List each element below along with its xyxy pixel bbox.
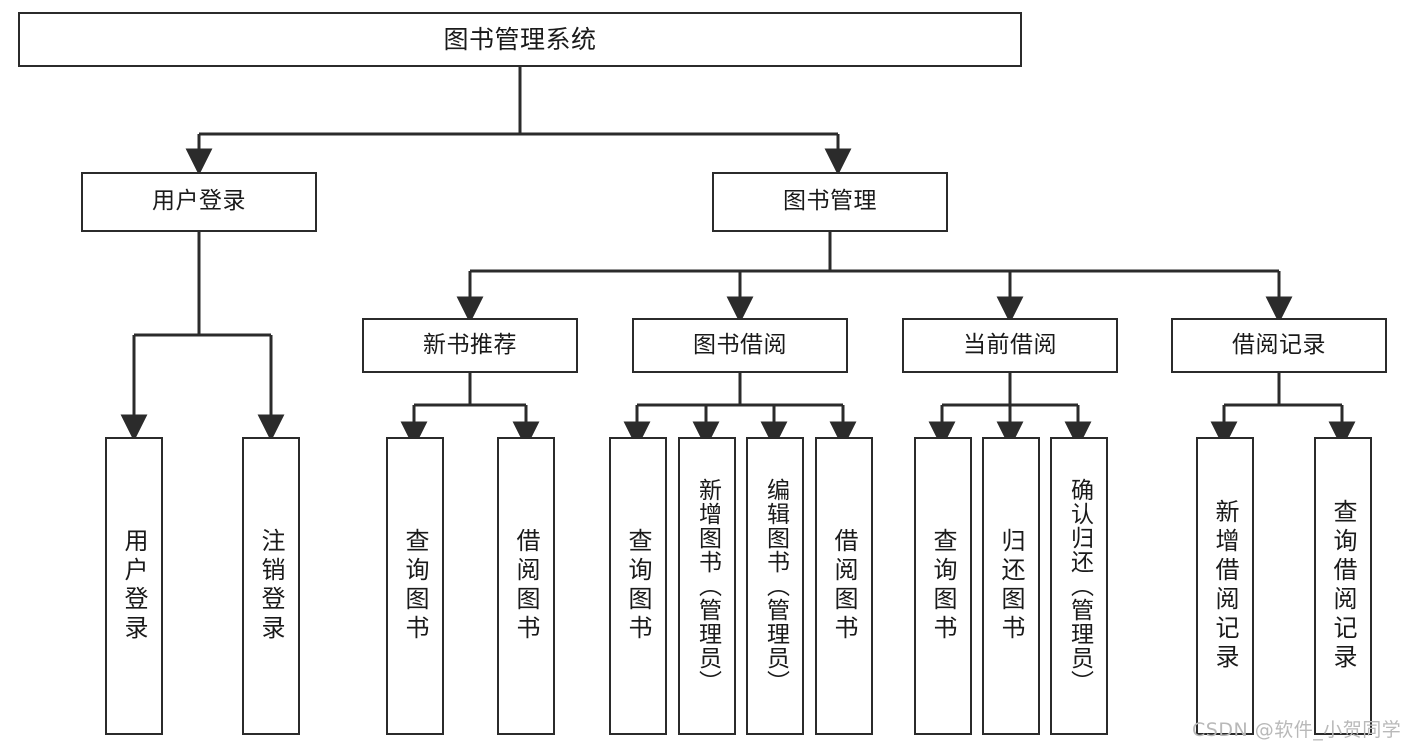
node-book-manage[interactable]: 图书管理 xyxy=(712,172,948,232)
node-leaf-return-book[interactable]: 归还图书 xyxy=(982,437,1040,735)
watermark: CSDN @软件_小贺同学 xyxy=(1192,719,1402,741)
node-book-manage-label: 图书管理 xyxy=(783,188,877,215)
node-leaf-query-book-3-label: 查询图书 xyxy=(929,528,957,644)
node-leaf-borrow-book-2-label: 借阅图书 xyxy=(830,528,858,644)
node-leaf-logout-login[interactable]: 注销登录 xyxy=(242,437,300,735)
node-leaf-add-record-label: 新增借阅记录 xyxy=(1211,499,1239,673)
node-leaf-query-book-1[interactable]: 查询图书 xyxy=(386,437,444,735)
node-leaf-query-book-1-label: 查询图书 xyxy=(401,528,429,644)
node-leaf-query-record-label: 查询借阅记录 xyxy=(1329,499,1357,673)
node-leaf-confirm-return-label: 确认归还（管理员） xyxy=(1066,478,1093,694)
node-leaf-add-book[interactable]: 新增图书（管理员） xyxy=(678,437,736,735)
node-user-login[interactable]: 用户登录 xyxy=(81,172,317,232)
node-leaf-borrow-book-1[interactable]: 借阅图书 xyxy=(497,437,555,735)
node-leaf-add-book-label: 新增图书（管理员） xyxy=(694,478,721,694)
node-leaf-edit-book-label: 编辑图书（管理员） xyxy=(762,478,789,694)
node-root-system-label: 图书管理系统 xyxy=(443,24,597,54)
node-leaf-add-record[interactable]: 新增借阅记录 xyxy=(1196,437,1254,735)
node-root-system[interactable]: 图书管理系统 xyxy=(18,12,1022,67)
node-new-book-recommend[interactable]: 新书推荐 xyxy=(362,318,578,373)
node-user-login-label: 用户登录 xyxy=(152,188,246,215)
node-leaf-return-book-label: 归还图书 xyxy=(997,528,1025,644)
node-leaf-borrow-book-1-label: 借阅图书 xyxy=(512,528,540,644)
node-book-borrow[interactable]: 图书借阅 xyxy=(632,318,848,373)
node-borrow-record[interactable]: 借阅记录 xyxy=(1171,318,1387,373)
node-current-borrow[interactable]: 当前借阅 xyxy=(902,318,1118,373)
node-leaf-edit-book[interactable]: 编辑图书（管理员） xyxy=(746,437,804,735)
node-leaf-query-book-3[interactable]: 查询图书 xyxy=(914,437,972,735)
node-leaf-logout-login-label: 注销登录 xyxy=(257,528,285,644)
node-leaf-borrow-book-2[interactable]: 借阅图书 xyxy=(815,437,873,735)
node-new-book-recommend-label: 新书推荐 xyxy=(423,331,517,358)
node-leaf-query-book-2-label: 查询图书 xyxy=(624,528,652,644)
node-leaf-query-book-2[interactable]: 查询图书 xyxy=(609,437,667,735)
node-leaf-user-login-label: 用户登录 xyxy=(120,528,148,644)
node-leaf-user-login[interactable]: 用户登录 xyxy=(105,437,163,735)
node-book-borrow-label: 图书借阅 xyxy=(693,331,787,358)
node-leaf-query-record[interactable]: 查询借阅记录 xyxy=(1314,437,1372,735)
node-borrow-record-label: 借阅记录 xyxy=(1232,331,1326,358)
node-leaf-confirm-return[interactable]: 确认归还（管理员） xyxy=(1050,437,1108,735)
node-current-borrow-label: 当前借阅 xyxy=(963,331,1057,358)
